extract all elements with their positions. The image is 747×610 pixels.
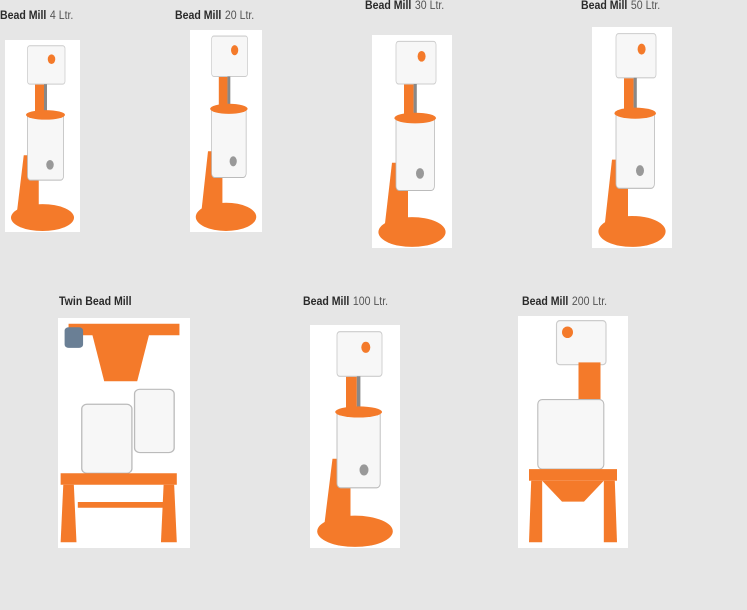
- product-capacity: 4 Ltr.: [49, 8, 74, 22]
- machine-column: [578, 362, 601, 403]
- brand-logo-icon: [562, 326, 573, 339]
- product-name: Bead Mill: [522, 294, 569, 308]
- brand-logo-icon: [231, 45, 239, 56]
- machine-illustration: [529, 320, 617, 543]
- valve: [416, 168, 424, 179]
- stand-top: [529, 469, 617, 481]
- tank: [395, 115, 435, 192]
- stand-brace: [77, 502, 164, 508]
- stand-leg-left: [529, 480, 543, 543]
- stand-leg-left: [60, 484, 77, 543]
- product-capacity: 100 Ltr.: [352, 294, 389, 308]
- brand-logo-icon: [47, 54, 56, 64]
- machine-illustration: [195, 35, 257, 231]
- shaft: [633, 77, 637, 111]
- product-capacity: 30 Ltr.: [414, 0, 445, 12]
- tank-lid: [210, 103, 248, 114]
- stand-top: [60, 473, 177, 485]
- motor-housing: [395, 40, 437, 85]
- product-name: Bead Mill: [303, 294, 350, 308]
- valve: [359, 464, 369, 476]
- shaft: [227, 76, 231, 107]
- brand-logo-icon: [361, 341, 371, 353]
- valve: [229, 156, 237, 167]
- product-label-twin: Twin Bead Mill: [59, 294, 132, 308]
- shaft: [44, 84, 47, 113]
- tank-lid: [335, 406, 382, 418]
- product-image-50l[interactable]: [592, 27, 672, 248]
- machine-illustration: [60, 323, 180, 543]
- tank-left: [81, 403, 133, 474]
- product-image-200l[interactable]: [518, 316, 628, 548]
- product-capacity: 200 Ltr.: [571, 294, 608, 308]
- motor-housing: [336, 331, 383, 377]
- shaft: [413, 83, 417, 116]
- tank: [615, 110, 655, 189]
- product-name: Twin Bead Mill: [59, 294, 132, 308]
- tank-right: [133, 388, 175, 454]
- motor-housing: [615, 33, 657, 79]
- product-image-twin[interactable]: [58, 318, 190, 548]
- tank: [211, 106, 247, 178]
- tank-lid: [394, 112, 436, 124]
- product-capacity: 20 Ltr.: [224, 8, 255, 22]
- motor-housing: [27, 45, 66, 85]
- machine-illustration: [378, 40, 446, 247]
- motor-housing: [211, 35, 248, 77]
- machine-illustration: [11, 45, 74, 232]
- motor: [64, 327, 84, 348]
- brand-logo-icon: [417, 50, 426, 62]
- stand-hopper: [542, 480, 604, 502]
- tank: [27, 112, 64, 181]
- product-name: Bead Mill: [175, 8, 222, 22]
- valve: [46, 160, 54, 170]
- product-name: Bead Mill: [365, 0, 412, 12]
- gearbox: [91, 329, 151, 382]
- product-image-4l[interactable]: [5, 40, 80, 232]
- motor-housing: [555, 320, 607, 366]
- tank: [336, 409, 381, 489]
- brand-logo-icon: [637, 43, 646, 55]
- tank: [537, 398, 605, 470]
- machine-illustration: [598, 33, 666, 247]
- machine-illustration: [317, 331, 393, 547]
- product-name: Bead Mill: [0, 8, 47, 22]
- product-image-100l[interactable]: [310, 325, 400, 548]
- product-capacity: 50 Ltr.: [630, 0, 661, 12]
- shaft: [356, 376, 361, 410]
- stand-leg-right: [603, 480, 617, 543]
- product-image-20l[interactable]: [190, 30, 262, 232]
- valve: [636, 165, 644, 177]
- tank-lid: [614, 107, 656, 119]
- product-name: Bead Mill: [581, 0, 628, 12]
- stand-leg-right: [160, 484, 177, 543]
- tank-lid: [26, 110, 65, 120]
- product-image-30l[interactable]: [372, 35, 452, 248]
